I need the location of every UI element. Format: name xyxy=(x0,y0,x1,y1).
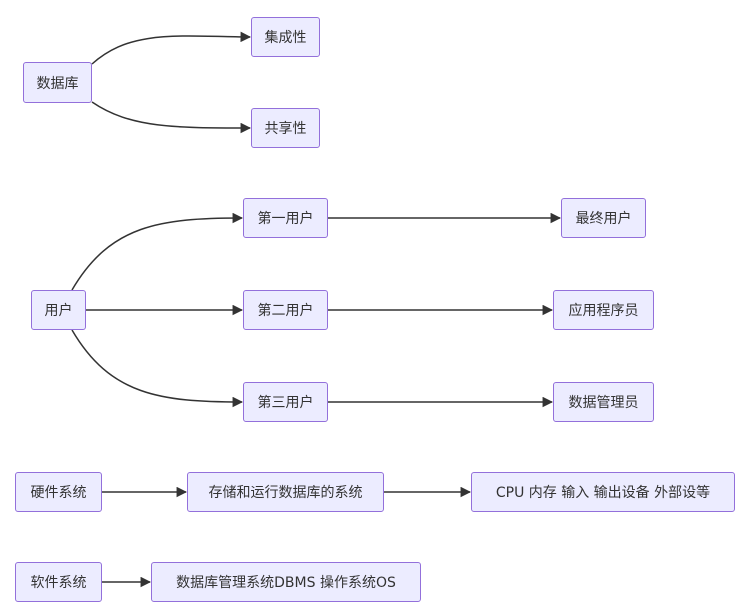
node-end-user: 最终用户 xyxy=(561,198,646,238)
node-user: 用户 xyxy=(31,290,86,330)
edge-db-integrity xyxy=(91,31,252,65)
node-hardware-system: 硬件系统 xyxy=(15,472,102,512)
node-integrity: 集成性 xyxy=(251,17,320,57)
edge-user-user3 xyxy=(71,329,244,408)
node-user3: 第三用户 xyxy=(243,382,328,422)
node-database: 数据库 xyxy=(23,62,92,103)
node-storage-system: 存储和运行数据库的系统 xyxy=(187,472,384,512)
edge-db-sharing xyxy=(91,101,252,134)
node-user1: 第一用户 xyxy=(243,198,328,238)
edge-user-user1 xyxy=(71,212,244,291)
node-data-admin: 数据管理员 xyxy=(553,382,654,422)
node-software-system: 软件系统 xyxy=(15,562,102,602)
node-hardware-components: CPU 内存 输入 输出设备 外部设等 xyxy=(471,472,735,512)
node-software-components: 数据库管理系统DBMS 操作系统OS xyxy=(151,562,421,602)
node-sharing: 共享性 xyxy=(251,108,320,148)
node-user2: 第二用户 xyxy=(243,290,328,330)
node-app-programmer: 应用程序员 xyxy=(553,290,654,330)
